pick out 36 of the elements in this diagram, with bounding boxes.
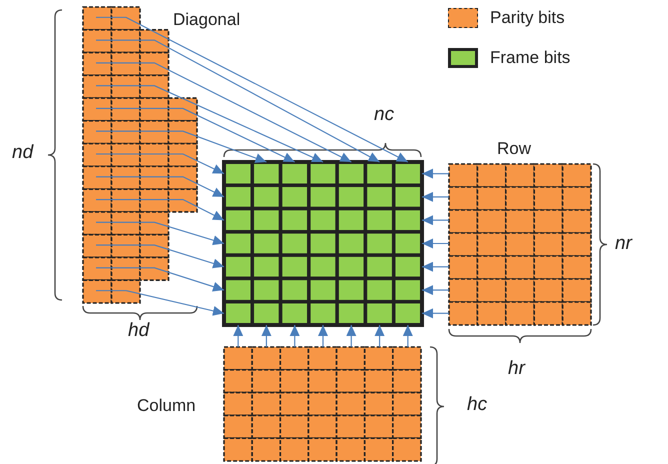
arrow [422,215,449,226]
arrow [96,244,224,268]
arrow [96,62,352,162]
arrow [402,325,413,347]
block-heading: Row [497,139,532,159]
arrow [422,285,449,296]
arrow [374,325,385,347]
arrow [96,16,408,162]
arrow [96,85,324,162]
arrow [318,325,328,347]
legend-label: Parity bits [490,8,565,28]
arrow [96,267,224,292]
dimension-label: nc [374,104,394,126]
arrow [96,40,380,162]
legend-label: Frame bits [490,48,570,68]
arrow [96,153,224,174]
dimension-label: hd [128,320,150,342]
dimension-label: hc [467,394,488,416]
arrow [261,325,272,347]
block-heading: Column [137,396,196,416]
arrow [96,222,224,246]
arrow [422,238,449,248]
arrow [422,192,449,202]
arrow [96,176,224,198]
arrow [422,262,449,272]
arrow [422,308,449,318]
arrow [96,198,224,221]
dimension-label: nr [615,233,632,255]
arrow [290,325,300,347]
arrow [96,290,224,316]
arrow [346,325,356,347]
dimension-label: nd [12,142,34,164]
arrow [233,325,244,347]
block-heading: Diagonal [173,10,240,30]
arrow [422,168,449,179]
dimension-label: hr [508,358,525,380]
